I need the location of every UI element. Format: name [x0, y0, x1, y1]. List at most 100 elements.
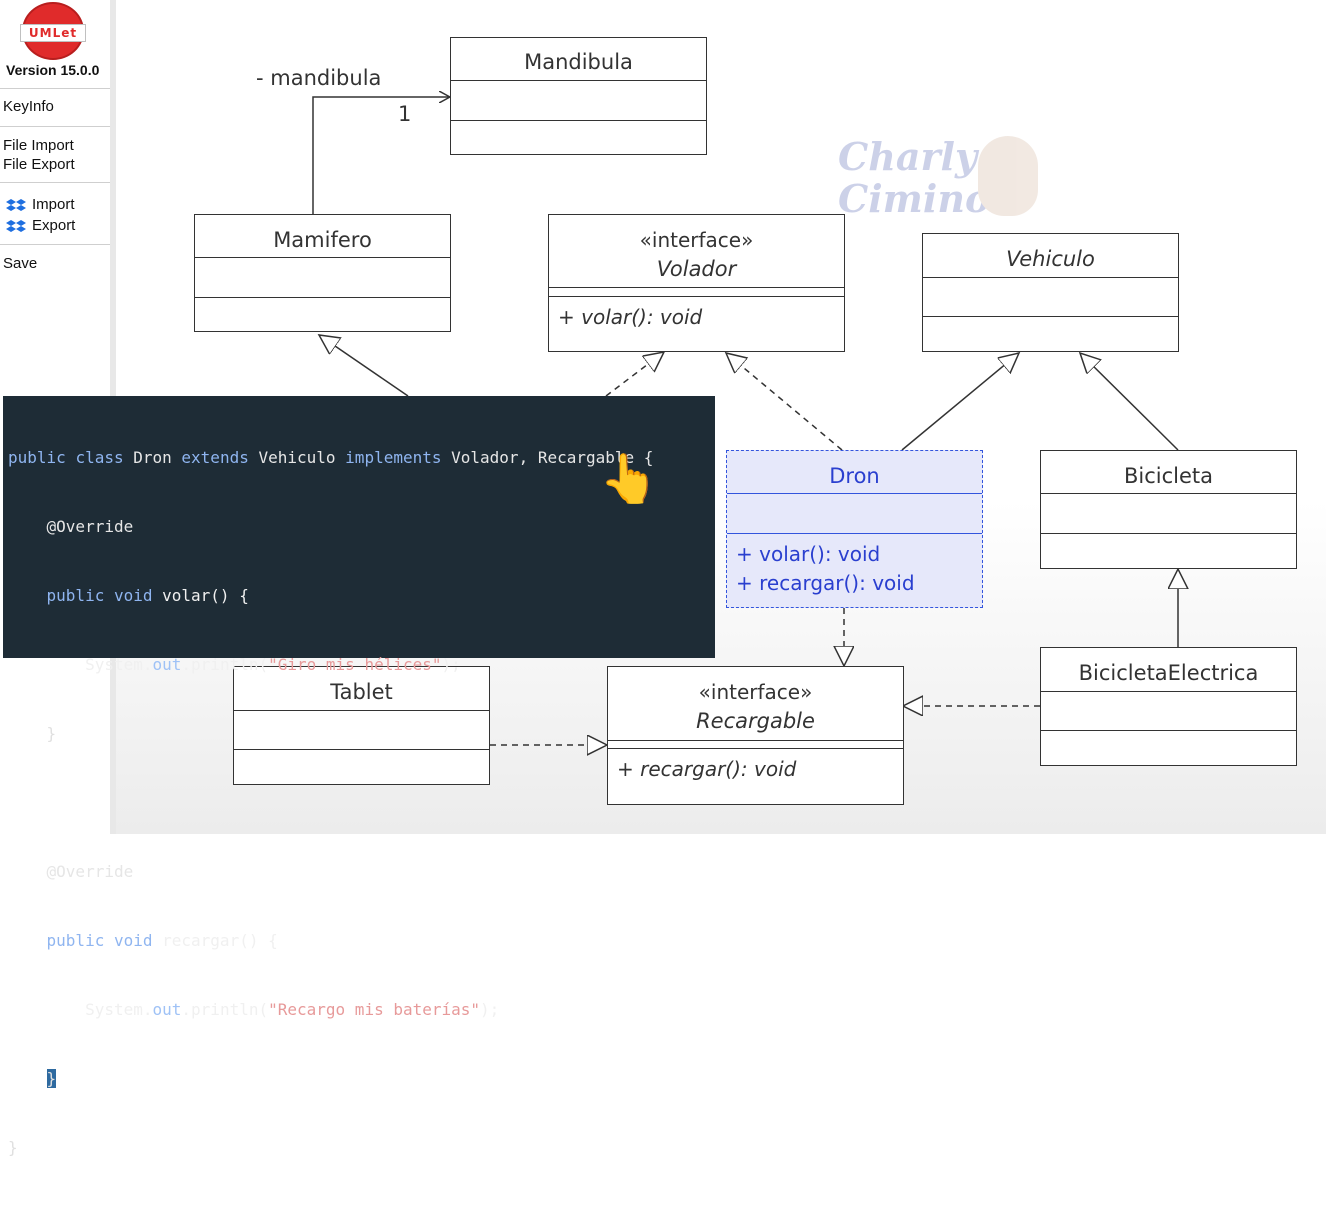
- code-line: @Override: [8, 862, 134, 881]
- code-token: implements: [345, 448, 442, 467]
- divider: [0, 88, 110, 89]
- compartment-divider: [1041, 730, 1296, 731]
- logo-text: UMLet: [20, 24, 86, 42]
- code-indent: [8, 931, 47, 950]
- method: + volar(): void: [558, 305, 703, 329]
- interface-volador[interactable]: «interface» Volador + volar(): void: [548, 214, 845, 352]
- code-token: out: [152, 1000, 182, 1019]
- compartment-divider: [549, 296, 844, 297]
- compartment-divider: [234, 749, 489, 750]
- watermark: Charly Cimino: [838, 136, 1068, 232]
- divider: [0, 126, 110, 127]
- keyinfo-link[interactable]: KeyInfo: [3, 98, 54, 115]
- compartment-divider: [923, 277, 1178, 278]
- compartment-divider: [234, 710, 489, 711]
- class-bicicleta-electrica[interactable]: BicicletaElectrica: [1040, 647, 1297, 766]
- code-indent: [8, 655, 85, 674]
- class-name: Mamifero: [273, 228, 372, 252]
- stereotype: «interface»: [639, 228, 754, 252]
- class-name: Mandibula: [524, 50, 633, 74]
- watermark-line2: Cimino: [838, 176, 991, 221]
- class-name: BicicletaElectrica: [1078, 661, 1259, 685]
- code-line: }: [8, 724, 57, 743]
- code-token: public: [46, 586, 105, 605]
- code-line: }: [8, 1067, 715, 1090]
- class-tablet[interactable]: Tablet: [233, 666, 490, 785]
- class-bicicleta[interactable]: Bicicleta: [1040, 450, 1297, 569]
- class-name: Volador: [656, 257, 737, 281]
- code-line: @Override: [8, 517, 134, 536]
- method: + recargar(): void: [736, 571, 915, 595]
- code-token: void: [113, 586, 153, 605]
- watermark-text: Charly Cimino: [838, 136, 990, 220]
- code-token: );: [480, 1000, 500, 1019]
- code-panel: public class Dron extends Vehiculo imple…: [3, 396, 715, 1157]
- code-line: public void volar() {: [8, 584, 715, 607]
- association-role-label: - mandibula: [256, 66, 382, 90]
- code-token: );: [441, 655, 461, 674]
- code-token: System.: [85, 1000, 153, 1019]
- compartment-divider: [195, 297, 450, 298]
- method: + volar(): void: [736, 542, 881, 566]
- pointing-hand-icon: 👆: [599, 451, 659, 507]
- code-token: .println(: [181, 655, 269, 674]
- interface-recargable[interactable]: «interface» Recargable + recargar(): voi…: [607, 666, 904, 805]
- dropbox-icon: [6, 220, 26, 232]
- dropbox-icon: [6, 199, 26, 211]
- code-line: }: [8, 1138, 18, 1157]
- compartment-divider: [1041, 691, 1296, 692]
- save-link[interactable]: Save: [3, 255, 38, 272]
- generalization-dron-vehiculo[interactable]: [901, 353, 1019, 451]
- divider: [0, 182, 110, 183]
- code-token: [66, 448, 76, 467]
- association-multiplicity-label: 1: [398, 102, 412, 126]
- code-token: Vehiculo: [248, 448, 346, 467]
- code-token: System.: [85, 655, 153, 674]
- generalization-bicicleta-vehiculo[interactable]: [1080, 353, 1179, 451]
- compartment-divider: [451, 120, 706, 121]
- code-token: [104, 586, 114, 605]
- class-name: Dron: [829, 464, 880, 488]
- generalization-mamifero[interactable]: [319, 335, 409, 397]
- compartment-divider: [1041, 493, 1296, 494]
- compartment-divider: [1041, 533, 1296, 534]
- compartment-divider: [549, 287, 844, 288]
- code-indent: [8, 1000, 85, 1019]
- code-token: void: [113, 931, 153, 950]
- code-line: [8, 791, 715, 814]
- code-token: volar() {: [152, 586, 249, 605]
- class-vehiculo[interactable]: Vehiculo: [922, 233, 1179, 352]
- code-token: class: [75, 448, 124, 467]
- realization-volador-1[interactable]: [605, 352, 664, 397]
- association-mandibula[interactable]: [312, 97, 450, 214]
- version-label: Version 15.0.0: [6, 62, 100, 78]
- code-line: System.out.println("Giro mis hélices");: [8, 653, 715, 676]
- compartment-divider: [727, 493, 982, 494]
- class-name: Recargable: [696, 709, 815, 733]
- compartment-divider: [727, 533, 982, 534]
- compartment-divider: [195, 257, 450, 258]
- stereotype: «interface»: [698, 680, 813, 704]
- file-import-link[interactable]: File Import: [3, 137, 74, 154]
- code-token: extends: [181, 448, 249, 467]
- code-indent: [8, 586, 47, 605]
- compartment-divider: [608, 748, 903, 749]
- compartment-divider: [923, 316, 1178, 317]
- code-line: public class Dron extends Vehiculo imple…: [8, 446, 715, 469]
- class-name: Bicicleta: [1123, 464, 1214, 488]
- code-token: Volador, Recargable {: [441, 448, 654, 467]
- code-line: System.out.println("Recargo mis baterías…: [8, 998, 715, 1021]
- method: + recargar(): void: [617, 757, 797, 781]
- class-dron[interactable]: Dron + volar(): void + recargar(): void: [726, 450, 983, 608]
- class-mamifero[interactable]: Mamifero: [194, 214, 451, 332]
- watermark-avatar: [978, 136, 1038, 216]
- file-export-link[interactable]: File Export: [3, 156, 75, 173]
- watermark-line1: Charly: [838, 134, 978, 179]
- dropbox-export-link[interactable]: Export: [32, 217, 76, 234]
- dropbox-import-link[interactable]: Import: [32, 196, 75, 213]
- umlet-logo: UMLet: [20, 2, 86, 60]
- class-mandibula[interactable]: Mandibula: [450, 37, 707, 155]
- realization-dron-volador[interactable]: [726, 353, 843, 451]
- code-token-highlighted: }: [46, 1069, 57, 1088]
- code-line: public void recargar() {: [8, 929, 715, 952]
